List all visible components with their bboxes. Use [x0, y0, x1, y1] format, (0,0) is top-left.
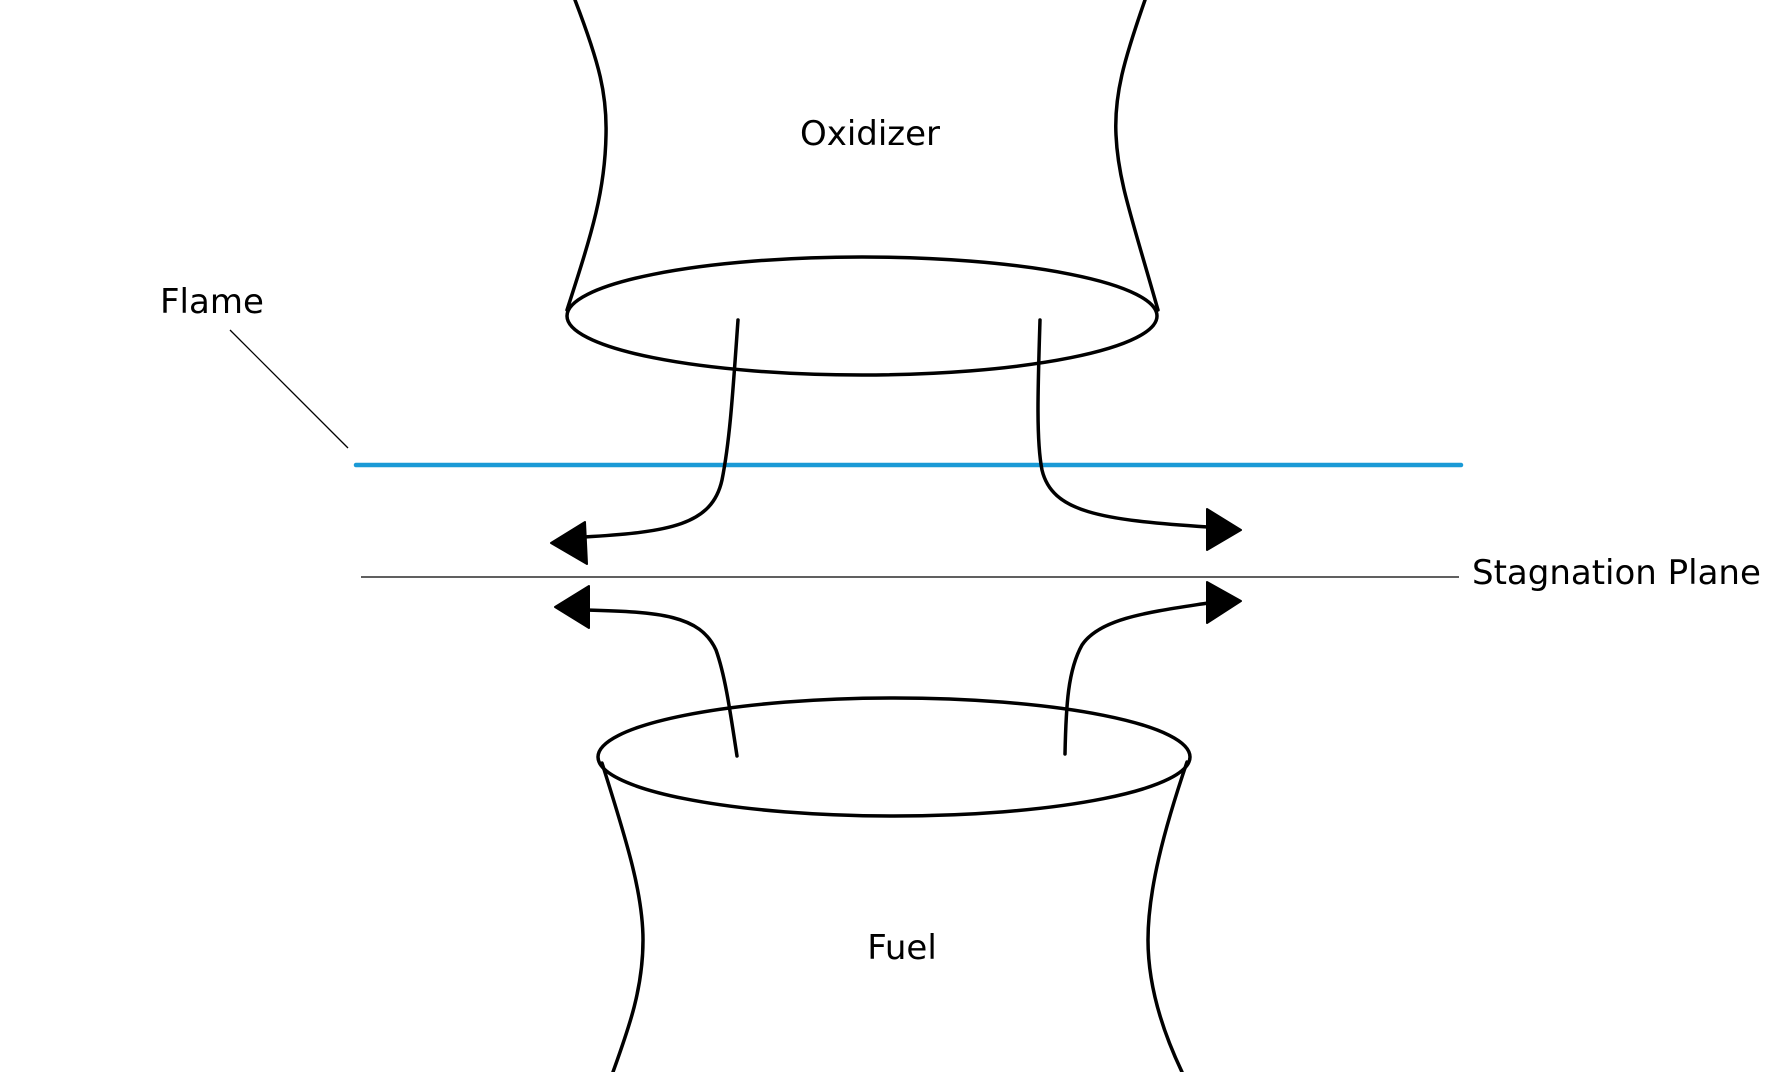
oxidizer-label: Oxidizer [800, 114, 940, 154]
fuel-nozzle [596, 696, 1192, 1072]
fuel-nozzle-outlet [596, 696, 1192, 818]
oxidizer-nozzle-outlet [565, 255, 1159, 377]
oxidizer-flow-arrowhead-left [550, 521, 588, 565]
fuel-flow-streamline-left [584, 608, 739, 758]
fuel-label: Fuel [867, 928, 937, 968]
oxidizer-nozzle [565, 0, 1160, 377]
fuel-flow-streamline-right [1063, 601, 1210, 756]
fuel-nozzle-right-wall [1146, 760, 1189, 1072]
stagnation-plane-label: Stagnation Plane [1472, 553, 1761, 593]
oxidizer-nozzle-left-wall [565, 0, 608, 312]
fuel-flow-arrowhead-left [554, 585, 590, 629]
oxidizer-nozzle-right-wall [1113, 0, 1160, 312]
fuel-flow-arrowhead-right [1206, 581, 1242, 624]
fuel-nozzle-left-wall [600, 761, 645, 1072]
oxidizer-flow-streamline-left [582, 318, 740, 539]
oxidizer-flow-streamline-right [1036, 318, 1210, 529]
flame-leader-line [229, 329, 349, 449]
oxidizer-flow-arrows [550, 318, 1242, 565]
oxidizer-flow-arrowhead-right [1206, 508, 1242, 551]
fuel-flow-arrows [554, 581, 1242, 758]
flame-label: Flame [160, 282, 264, 322]
